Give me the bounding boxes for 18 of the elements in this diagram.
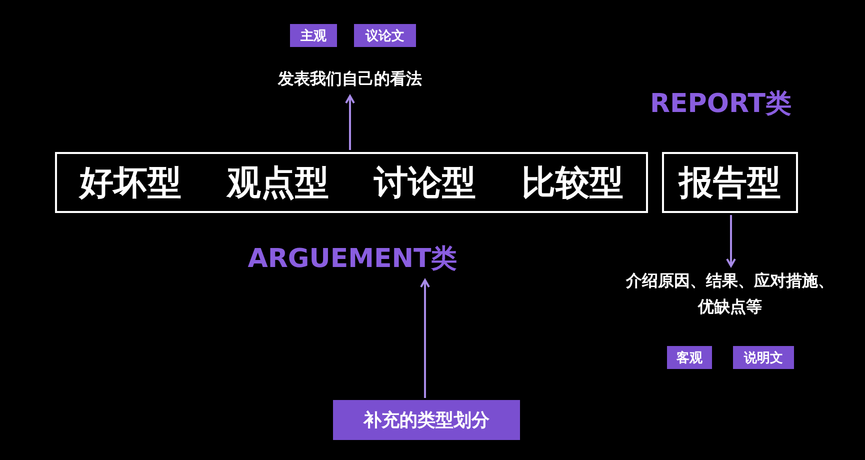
- type-label: 观点型: [226, 162, 329, 204]
- type-label: 比较型: [521, 162, 624, 204]
- arrow: [345, 95, 355, 150]
- category-box: [55, 152, 648, 213]
- tag: 主观: [290, 24, 337, 47]
- type-label: 好坏型: [80, 162, 182, 204]
- text: 发表我们自己的看法: [278, 68, 422, 90]
- heading: ARGUEMENT类: [248, 242, 458, 276]
- category-box: 补充的类型划分: [333, 400, 520, 440]
- tag: 议论文: [354, 24, 416, 47]
- category-box: 报告型: [662, 152, 798, 213]
- heading: REPORT类: [650, 88, 792, 121]
- text: 介绍原因、结果、应对措施、优缺点等: [625, 270, 835, 318]
- type-label: 讨论型: [374, 162, 476, 204]
- tag: 说明文: [733, 346, 794, 369]
- arrow: [726, 215, 736, 267]
- arrow: [420, 279, 430, 398]
- tag: 客观: [667, 346, 712, 369]
